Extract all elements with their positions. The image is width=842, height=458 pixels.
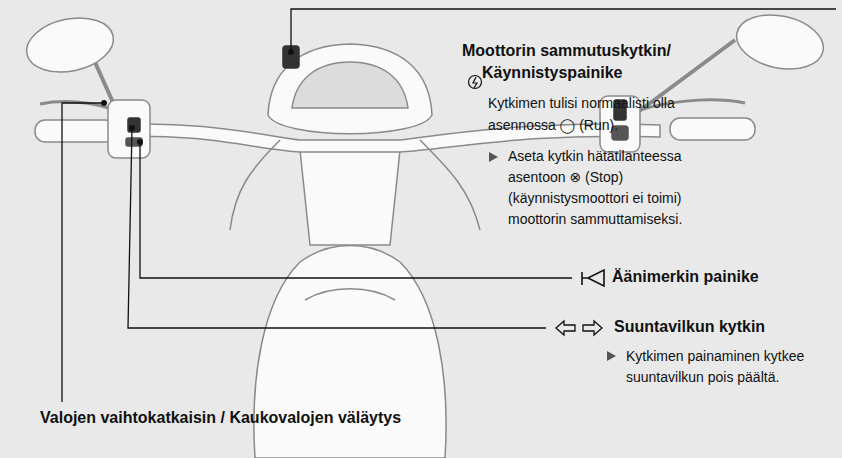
leader-line <box>140 142 572 278</box>
steering-stem <box>300 150 400 245</box>
leader-line <box>128 128 546 328</box>
start-icon <box>469 76 482 89</box>
motorcycle <box>22 7 829 458</box>
part-label: Suuntavilkun kytkin <box>614 316 824 338</box>
right-mirror <box>732 7 829 76</box>
part-heading: Moottorin sammutuskytkin/ Käynnistyspain… <box>462 40 712 84</box>
centre-switch <box>283 46 299 68</box>
right-grip <box>670 118 755 140</box>
leader-line <box>62 103 104 402</box>
note-text: Aseta kytkin hätätilanteessa asentoon ⊗ … <box>508 146 726 230</box>
leader-lines <box>62 9 836 402</box>
left-grip <box>35 120 115 142</box>
note-text: Kytkimen tulisi normaalisti olla asennos… <box>488 92 680 136</box>
turn-signal-icon <box>556 321 602 335</box>
horn-icon <box>582 270 604 286</box>
part-label: Äänimerkin painike <box>612 266 812 288</box>
part-label: Valojen vaihtokatkaisin / Kaukovalojen v… <box>40 407 460 429</box>
meter-panel <box>268 44 432 134</box>
left-mirror <box>22 10 119 79</box>
note-text: Kytkimen painaminen kytkee suuntavilkun … <box>626 346 834 388</box>
left-switch-housing <box>108 100 150 158</box>
leader-dots <box>101 49 294 145</box>
